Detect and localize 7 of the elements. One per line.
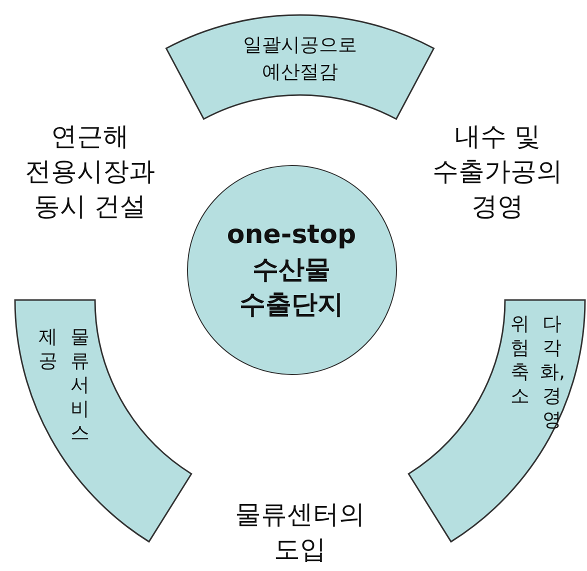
caption-text: 연근해 전용시장과 동시 건설: [24, 121, 156, 224]
caption-text: 물류센터의 도입: [234, 499, 366, 567]
band-text: 일괄시공으로 예산절감: [242, 33, 358, 85]
band-text: 물류서비스 제공: [38, 325, 90, 445]
caption-text: 내수 및 수출가공의 경영: [432, 121, 564, 224]
band-text: 다각화,경영 위험 축소: [510, 312, 564, 432]
center-text: one-stop 수산물 수출단지: [226, 219, 358, 322]
